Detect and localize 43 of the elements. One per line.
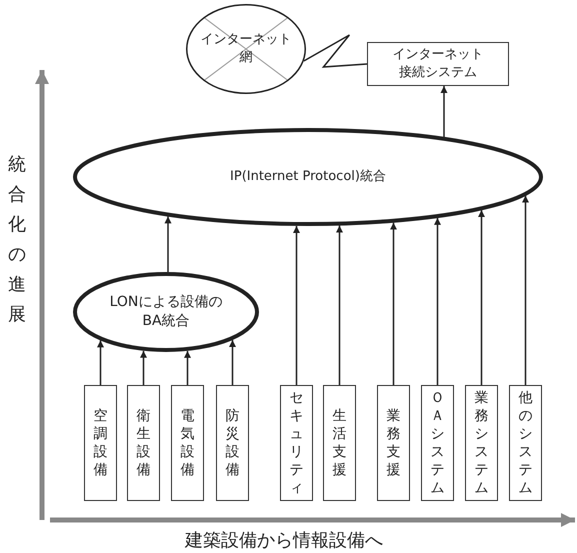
arrow (97, 340, 104, 385)
arrow (522, 196, 529, 385)
arrow (293, 226, 300, 385)
arrow (229, 340, 236, 385)
axis-label: 建築設備から情報設備へ (185, 529, 383, 552)
integration-ellipse (73, 272, 259, 352)
node-label: 業務システム (474, 389, 488, 497)
node-label: 防災設備 (226, 407, 240, 479)
system-box (421, 385, 454, 501)
arrow (478, 210, 485, 385)
arrow (140, 350, 147, 385)
equipment-box (171, 385, 204, 501)
system-box (367, 42, 509, 86)
arrow (184, 350, 191, 385)
node-label: ＯＡシステム (430, 389, 444, 497)
equipment-box (216, 385, 249, 501)
arrow (440, 86, 448, 138)
node-label: セキュリティ (290, 389, 304, 497)
network-circle (186, 4, 306, 94)
node-label: 衛生設備 (136, 407, 150, 479)
arrow (390, 222, 397, 385)
node-label: 他のシステム (518, 389, 532, 497)
axis-label: 統合化の進展 (8, 153, 26, 327)
connector-line (303, 34, 368, 68)
node-label: LONによる設備のBA統合 (108, 293, 224, 331)
node-label: 電気設備 (180, 407, 194, 479)
node-label: 業務支援 (386, 407, 400, 479)
system-box (280, 385, 313, 501)
system-box (509, 385, 542, 501)
equipment-box (84, 385, 117, 501)
system-box (323, 385, 356, 501)
equipment-box (127, 385, 160, 501)
node-label: インターネット網 (200, 31, 292, 67)
system-box (465, 385, 498, 501)
arrow (336, 226, 343, 385)
system-box (377, 385, 410, 501)
node-label: インターネット接続システム (392, 46, 484, 82)
node-label: 空調設備 (94, 407, 108, 479)
integration-ellipse (73, 128, 543, 226)
node-label: IP(Internet Protocol)統合 (229, 168, 387, 186)
arrow (164, 216, 172, 272)
arrow (434, 218, 441, 385)
node-label: 生活支援 (332, 407, 346, 479)
